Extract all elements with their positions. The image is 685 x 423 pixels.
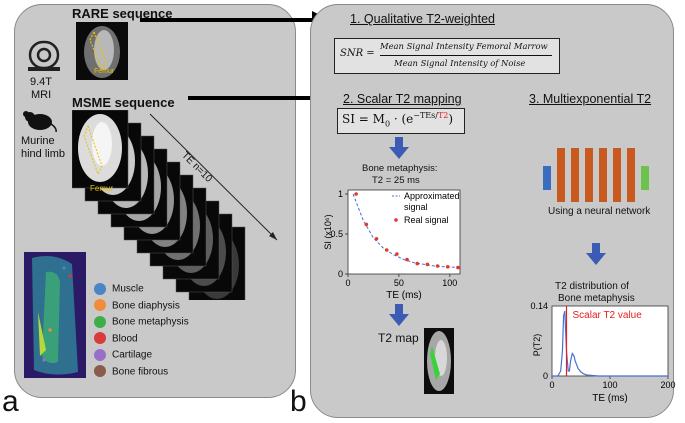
decay-chart: 0 50 100 0 0.5 1 TE (ms) SI (x10⁶) Approximateds… bbox=[323, 189, 461, 301]
msme-echo-image bbox=[72, 110, 129, 189]
y-axis-label: P(T2) bbox=[532, 334, 542, 357]
rare-femur-label: Femur bbox=[94, 68, 115, 75]
real-signal-point bbox=[395, 252, 399, 256]
legend-item: Cartilage bbox=[94, 346, 152, 362]
snr-lhs: SNR = bbox=[340, 48, 375, 59]
t2map-label: T2 map bbox=[378, 331, 419, 345]
legend-real-label: Real signal bbox=[404, 215, 449, 225]
step3-title: 3. Multiexponential T2 bbox=[529, 92, 652, 106]
snr-numerator: Mean Signal Intensity Femoral Marrow bbox=[380, 41, 548, 51]
x-tick-label: 100 bbox=[602, 380, 617, 390]
panel-letter-a: a bbox=[2, 385, 19, 418]
real-signal-point bbox=[405, 257, 409, 262]
real-signal-point bbox=[354, 192, 358, 196]
t2-formula-box bbox=[337, 108, 465, 134]
msme-femur-label: Femur bbox=[90, 184, 114, 193]
legend-swatch bbox=[94, 299, 106, 312]
legend-approximated-label-2: signal bbox=[404, 202, 428, 212]
legend-label: Blood bbox=[112, 332, 138, 344]
real-signal-point bbox=[415, 261, 420, 266]
snr-fraction-bar bbox=[380, 55, 552, 56]
real-signal-point bbox=[435, 264, 440, 268]
mouse-label-2: hind limb bbox=[21, 148, 66, 160]
msme-image-stack bbox=[72, 110, 278, 300]
nn-label: Using a neural network bbox=[548, 206, 651, 217]
legend-label: Cartilage bbox=[112, 349, 153, 361]
y-axis-label: SI (x10⁶) bbox=[323, 214, 333, 249]
x-tick-label: 0 bbox=[345, 278, 350, 288]
y-tick-label: 0.14 bbox=[530, 301, 548, 311]
y-tick-label: 0.5 bbox=[330, 229, 343, 239]
step2-title: 2. Scalar T2 mapping bbox=[343, 92, 462, 106]
legend-approximated-label: Approximated bbox=[404, 191, 460, 201]
dist-label-1: T2 distribution of bbox=[555, 281, 629, 292]
legend-label: Bone diaphysis bbox=[112, 299, 180, 311]
x-tick-label: 100 bbox=[442, 278, 457, 288]
down-arrow-3-icon bbox=[586, 243, 606, 265]
legend-swatch bbox=[94, 282, 106, 295]
y-tick-label: 1 bbox=[338, 189, 343, 199]
legend-label: Muscle bbox=[112, 283, 144, 295]
mri-scanner-icon bbox=[28, 40, 60, 71]
y-tick-label: 0 bbox=[543, 371, 548, 381]
real-signal-point bbox=[425, 262, 430, 267]
scalar-t2-annotation: Scalar T2 value bbox=[573, 310, 643, 321]
arrow-to-scalar-icon bbox=[188, 89, 330, 107]
legend-item: Muscle bbox=[94, 280, 144, 296]
rare-image bbox=[76, 22, 128, 80]
x-tick-label: 50 bbox=[394, 278, 404, 288]
x-tick-label: 0 bbox=[549, 380, 554, 390]
segmentation-image bbox=[24, 252, 86, 378]
legend-item: Blood bbox=[94, 330, 138, 346]
legend-label: Bone fibrous bbox=[112, 365, 169, 377]
y-tick-label: 0 bbox=[338, 269, 343, 279]
bone-meta-label-2: T2 = 25 ms bbox=[372, 175, 420, 186]
legend-item: Bone metaphysis bbox=[94, 313, 189, 329]
mouse-label-1: Murine bbox=[21, 135, 55, 147]
t2-map-image bbox=[424, 328, 454, 394]
t2-formula: SI = M0 · (e−TEs/T2) bbox=[342, 111, 454, 129]
scanner-label-2: MRI bbox=[31, 89, 52, 101]
legend-swatch bbox=[94, 365, 106, 378]
arrow-to-qualitative-icon bbox=[140, 11, 330, 29]
bone-meta-label-1: Bone metaphysis: bbox=[362, 163, 438, 174]
legend-item: Bone fibrous bbox=[94, 363, 168, 379]
down-arrow-1-icon bbox=[389, 137, 409, 159]
dist-label-2: Bone metaphysis bbox=[558, 293, 635, 304]
real-signal-point bbox=[456, 265, 460, 270]
legend-swatch bbox=[94, 315, 106, 328]
real-signal-point bbox=[374, 237, 379, 241]
step1-title: 1. Qualitative T2-weighted bbox=[350, 12, 495, 26]
t2-distribution-line bbox=[552, 310, 668, 377]
panel-letter-b: b bbox=[290, 385, 307, 418]
snr-formula-box bbox=[334, 38, 560, 74]
legend-real-marker bbox=[394, 218, 398, 222]
rare-title: RARE sequence bbox=[72, 6, 173, 21]
approximated-signal-line bbox=[352, 193, 461, 269]
snr-denominator: Mean Signal Intensity of Noise bbox=[394, 58, 526, 68]
distribution-chart: 0 100 200 0 0.14 TE (ms) P(T2) Scalar T2 value bbox=[530, 301, 675, 404]
legend-swatch bbox=[94, 348, 106, 361]
legend-item: Bone diaphysis bbox=[94, 297, 180, 313]
real-signal-point bbox=[364, 222, 369, 227]
mouse-icon bbox=[23, 111, 57, 132]
x-tick-label: 200 bbox=[660, 380, 675, 390]
x-axis-label: TE (ms) bbox=[592, 393, 628, 404]
msme-title: MSME sequence bbox=[72, 95, 175, 110]
legend-swatch bbox=[94, 332, 106, 345]
down-arrow-2-icon bbox=[389, 304, 409, 326]
real-signal-point bbox=[384, 248, 389, 252]
scanner-label-1: 9.4T bbox=[30, 76, 53, 88]
real-signal-point bbox=[445, 265, 450, 269]
x-axis-label: TE (ms) bbox=[386, 290, 422, 301]
neural-network-icon bbox=[543, 148, 649, 202]
legend-label: Bone metaphysis bbox=[112, 316, 189, 328]
